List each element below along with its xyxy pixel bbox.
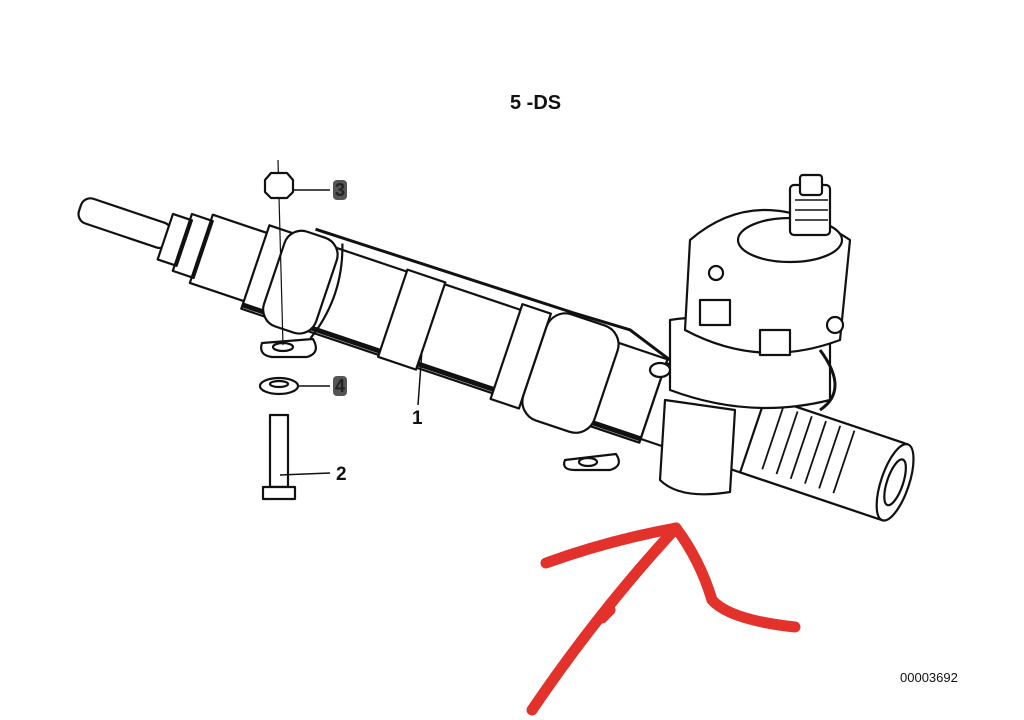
bolt-icon [268,413,290,489]
boot-ribs [761,406,856,494]
nut-icon [263,171,295,200]
callout-2: 2 [336,464,347,485]
left-tie-rod [77,197,173,250]
housing-ring [376,268,447,371]
part-number: 00003692 [900,670,958,685]
pinion-valve-body [648,173,852,496]
callout-1: 1 [412,408,423,429]
diagram-title: 5 -DS [510,92,562,114]
right-clamp [521,312,620,434]
callout-4: 4 [333,376,348,396]
red-arrow-annotation [526,522,801,716]
callout-3: 3 [333,180,348,200]
pipe-line [315,227,682,370]
